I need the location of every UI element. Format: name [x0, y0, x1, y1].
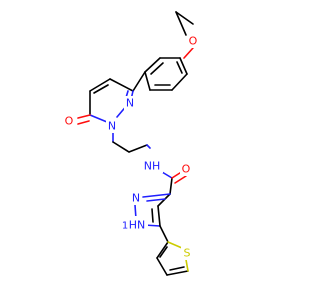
bond-pd-c4-c5-inner: [93, 84, 109, 94]
pyridazine-n1-label: N: [108, 120, 116, 133]
bond-o-phenyl: [183, 47, 194, 59]
ether-oxygen-label: O: [189, 35, 198, 48]
bond-ch2-nh: [128, 144, 148, 153]
bond-ch2-nh-end: [146, 144, 151, 149]
bond-th-c3-c4: [156, 257, 168, 276]
bond-carbonyl-pyrazole: [169, 177, 173, 195]
bond-th-c2-c3-inner: [159, 246, 168, 258]
bond-th-s-c2: [167, 241, 183, 249]
bond-ph-5-6: [171, 73, 188, 91]
bond-pd-c4-c5: [89, 78, 111, 92]
pyrazole-hn-label: HN: [129, 219, 146, 232]
bond-pz-c5-c4: [157, 205, 161, 227]
bond-th-c4-c5: [166, 270, 189, 276]
pyrazole-n-label: N: [132, 192, 140, 205]
bond-ph-3-4: [144, 71, 151, 91]
bond-phenyl-pyridazine: [132, 71, 146, 92]
bond-ph-inner-a: [150, 62, 164, 75]
bond-ph-2-3: [144, 57, 161, 73]
thiophene-sulfur-label: S: [184, 247, 191, 260]
bond-ch2-ch2: [112, 141, 130, 153]
bond-ethyl-ch3: [175, 11, 194, 25]
bond-pd-co-b: [77, 120, 90, 125]
ring-carbonyl-oxygen-label: O: [65, 115, 74, 128]
bond-pz-c3-n2-inner: [146, 198, 166, 202]
pyrazole-hn-number: 1: [122, 221, 128, 232]
bond-th-c4-c5-inner: [169, 266, 185, 271]
bond-pz-c5-c4-inner: [151, 208, 154, 223]
ethyl-linker: [112, 130, 151, 153]
phenyl-ring: [144, 57, 188, 91]
pyridazine-n2-label: N: [126, 97, 134, 110]
bond-ph-inner-c: [176, 61, 183, 74]
amide-nh-label: NH: [144, 160, 161, 173]
bond-pyrazole-thiophene: [159, 225, 169, 243]
thiophene-ring: [156, 241, 189, 276]
bond-pz-c3-c4: [157, 193, 171, 207]
bond-pd-c6-n1: [89, 114, 108, 123]
bond-pd-co-a: [77, 114, 91, 119]
bond-ph-6-1: [179, 57, 188, 75]
bond-nh-carbonyl: [161, 171, 173, 179]
bond-ethyl-ch2-o: [175, 11, 187, 36]
ethoxy-group: [175, 11, 194, 59]
bond-th-c2-c3: [156, 241, 169, 259]
amide-oxygen-label: O: [182, 163, 191, 176]
molecule-structure-diagram: O O N N NH O N HN 1 S: [63, 11, 199, 276]
pyrazole-ring: [134, 193, 171, 227]
atom-labels: O O N N NH O N HN 1 S: [63, 34, 199, 260]
bond-pz-c3-n2: [142, 193, 171, 198]
bond-amide-co-b: [174, 175, 187, 184]
bond-pd-c3-c4: [109, 78, 134, 92]
